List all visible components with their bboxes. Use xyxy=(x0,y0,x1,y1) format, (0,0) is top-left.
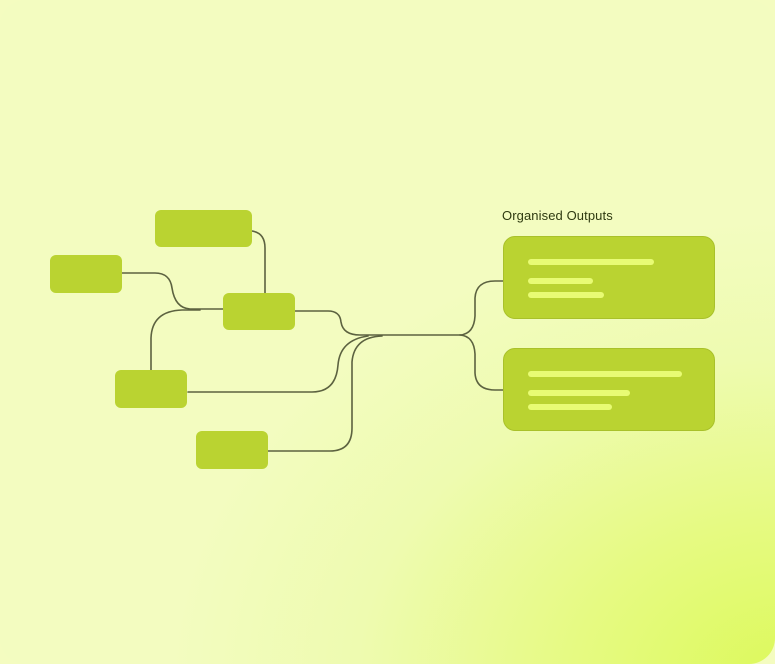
output-card-2[interactable] xyxy=(503,348,715,431)
output-section-title: Organised Outputs xyxy=(502,208,613,223)
connector-bottom-to-trunk xyxy=(267,335,383,452)
connector-midleft-to-trunk xyxy=(187,335,369,393)
placeholder-text-line xyxy=(528,278,593,284)
input-node-bottom[interactable] xyxy=(196,431,268,469)
input-node-center[interactable] xyxy=(223,293,295,330)
placeholder-text-line xyxy=(528,371,682,377)
connector-center-to-trunk xyxy=(294,310,461,336)
output-card-1[interactable] xyxy=(503,236,715,319)
connector-trunk-to-output-2 xyxy=(459,334,504,391)
placeholder-text-line xyxy=(528,390,630,396)
input-node-top[interactable] xyxy=(155,210,252,247)
placeholder-text-line xyxy=(528,259,654,265)
connector-top-to-center xyxy=(251,230,266,295)
connector-trunk-to-output-1 xyxy=(459,280,504,336)
placeholder-text-line xyxy=(528,404,612,410)
placeholder-text-line xyxy=(528,292,604,298)
input-node-mid-left[interactable] xyxy=(115,370,187,408)
connector-midleft-up xyxy=(150,309,201,372)
input-node-left[interactable] xyxy=(50,255,122,293)
connector-left-to-junction xyxy=(121,272,225,310)
